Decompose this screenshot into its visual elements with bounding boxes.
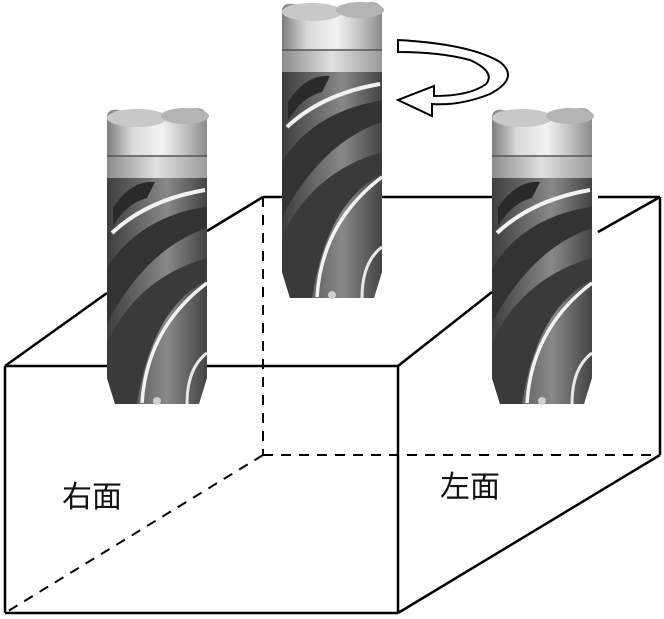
end-mill-right-icon <box>490 106 596 407</box>
end-mill-left-icon <box>105 106 211 407</box>
left-face-label: 左面 <box>440 470 500 505</box>
hidden-bottom-left-edge <box>4 454 264 614</box>
rotation-arrow-icon <box>395 38 509 118</box>
block-visible-edges <box>3 195 662 615</box>
block-hidden-edges <box>4 197 660 614</box>
end-mill-center-icon <box>280 0 386 301</box>
right-face-label: 右面 <box>62 480 122 515</box>
